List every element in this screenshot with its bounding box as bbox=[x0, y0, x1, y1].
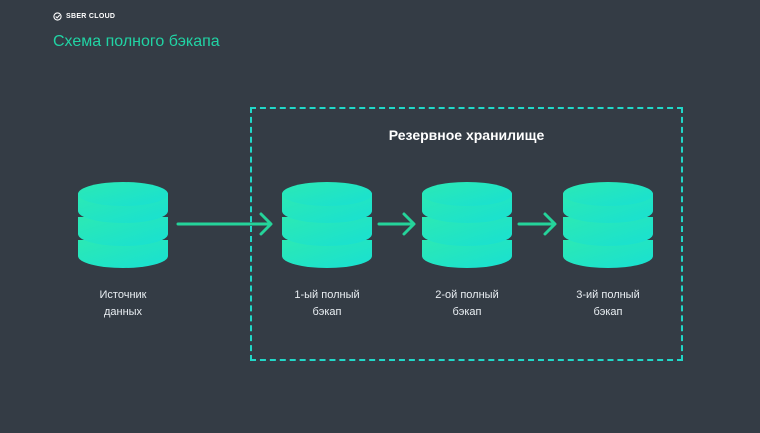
backup-storage-frame bbox=[250, 107, 683, 361]
node-label-line: данных bbox=[103, 306, 143, 318]
backup-storage-title: Резервное хранилище bbox=[388, 127, 545, 143]
node-label-line: бэкап bbox=[452, 306, 482, 318]
database-icon bbox=[422, 182, 512, 268]
node-label-line: бэкап bbox=[593, 306, 623, 318]
node-label-line: бэкап bbox=[312, 306, 342, 318]
arrow-right-icon bbox=[517, 212, 557, 236]
database-icon bbox=[78, 182, 168, 268]
arrow-right-icon bbox=[176, 212, 273, 236]
node-label-line: Источник bbox=[99, 289, 147, 301]
node-label-source: Источник данных bbox=[63, 287, 183, 321]
database-icon bbox=[282, 182, 372, 268]
database-icon bbox=[563, 182, 653, 268]
brand-name: SBER CLOUD bbox=[66, 13, 116, 20]
node-label-line: 3-ий полный bbox=[576, 289, 640, 301]
arrow-right-icon bbox=[377, 212, 416, 236]
node-label-line: 2-ой полный bbox=[435, 289, 499, 301]
sber-logo-icon bbox=[53, 12, 62, 21]
page-title: Схема полного бэкапа bbox=[53, 33, 220, 50]
node-label-backup-2: 2-ой полный бэкап bbox=[407, 287, 527, 321]
node-label-backup-3: 3-ий полный бэкап bbox=[548, 287, 668, 321]
brand-logo: SBER CLOUD bbox=[53, 12, 115, 21]
node-label-backup-1: 1-ый полный бэкап bbox=[267, 287, 387, 321]
node-label-line: 1-ый полный bbox=[294, 289, 360, 301]
